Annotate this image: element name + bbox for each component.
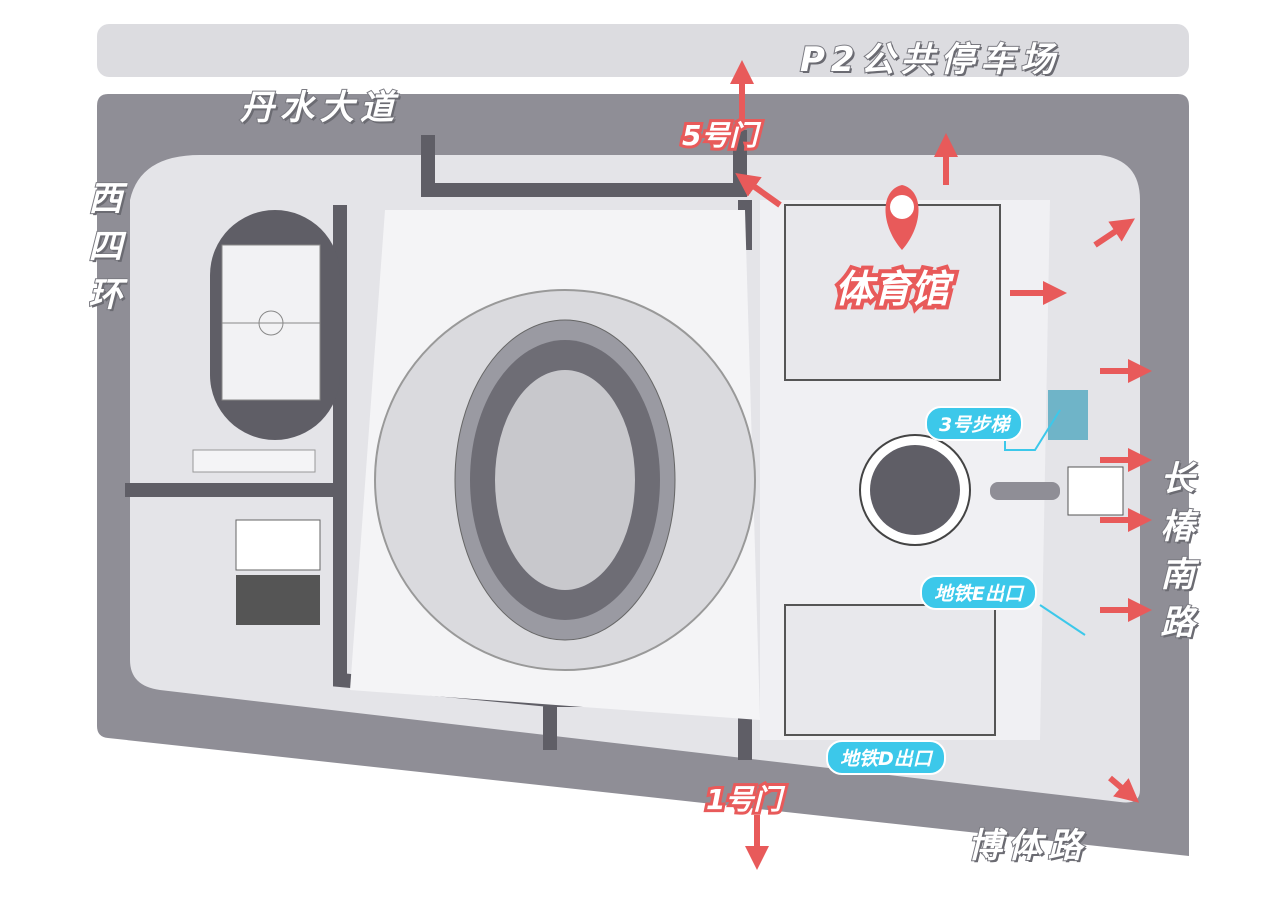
stadium bbox=[374, 289, 756, 671]
track-field bbox=[210, 210, 340, 440]
courts bbox=[235, 519, 321, 625]
parking-area bbox=[97, 24, 1189, 77]
road-label-north: 丹水大道 bbox=[239, 87, 400, 129]
gate-5-label[interactable]: 5号门 bbox=[679, 116, 761, 155]
stand bbox=[192, 449, 316, 473]
gate-1-label[interactable]: 1号门 bbox=[703, 780, 785, 819]
stairs-3-label[interactable]: 3号步梯 bbox=[925, 406, 1024, 441]
road-label-south: 博体路 bbox=[967, 825, 1088, 867]
gymnasium-label[interactable]: 体育馆 bbox=[831, 263, 953, 315]
metro-exit-d-label[interactable]: 地铁D出口 bbox=[826, 740, 946, 775]
south-building bbox=[784, 604, 996, 736]
location-pin-icon bbox=[885, 185, 919, 250]
exit-arrows bbox=[730, 60, 1152, 870]
road-label-west: 西四环 bbox=[81, 179, 123, 325]
stairs-3 bbox=[1048, 390, 1088, 440]
round-pavilion bbox=[870, 445, 960, 535]
metro-exit-e-label[interactable]: 地铁E出口 bbox=[920, 575, 1037, 610]
parking-label: P2公共停车场 bbox=[799, 39, 1061, 81]
road-label-east: 长椿南路 bbox=[1153, 459, 1195, 653]
